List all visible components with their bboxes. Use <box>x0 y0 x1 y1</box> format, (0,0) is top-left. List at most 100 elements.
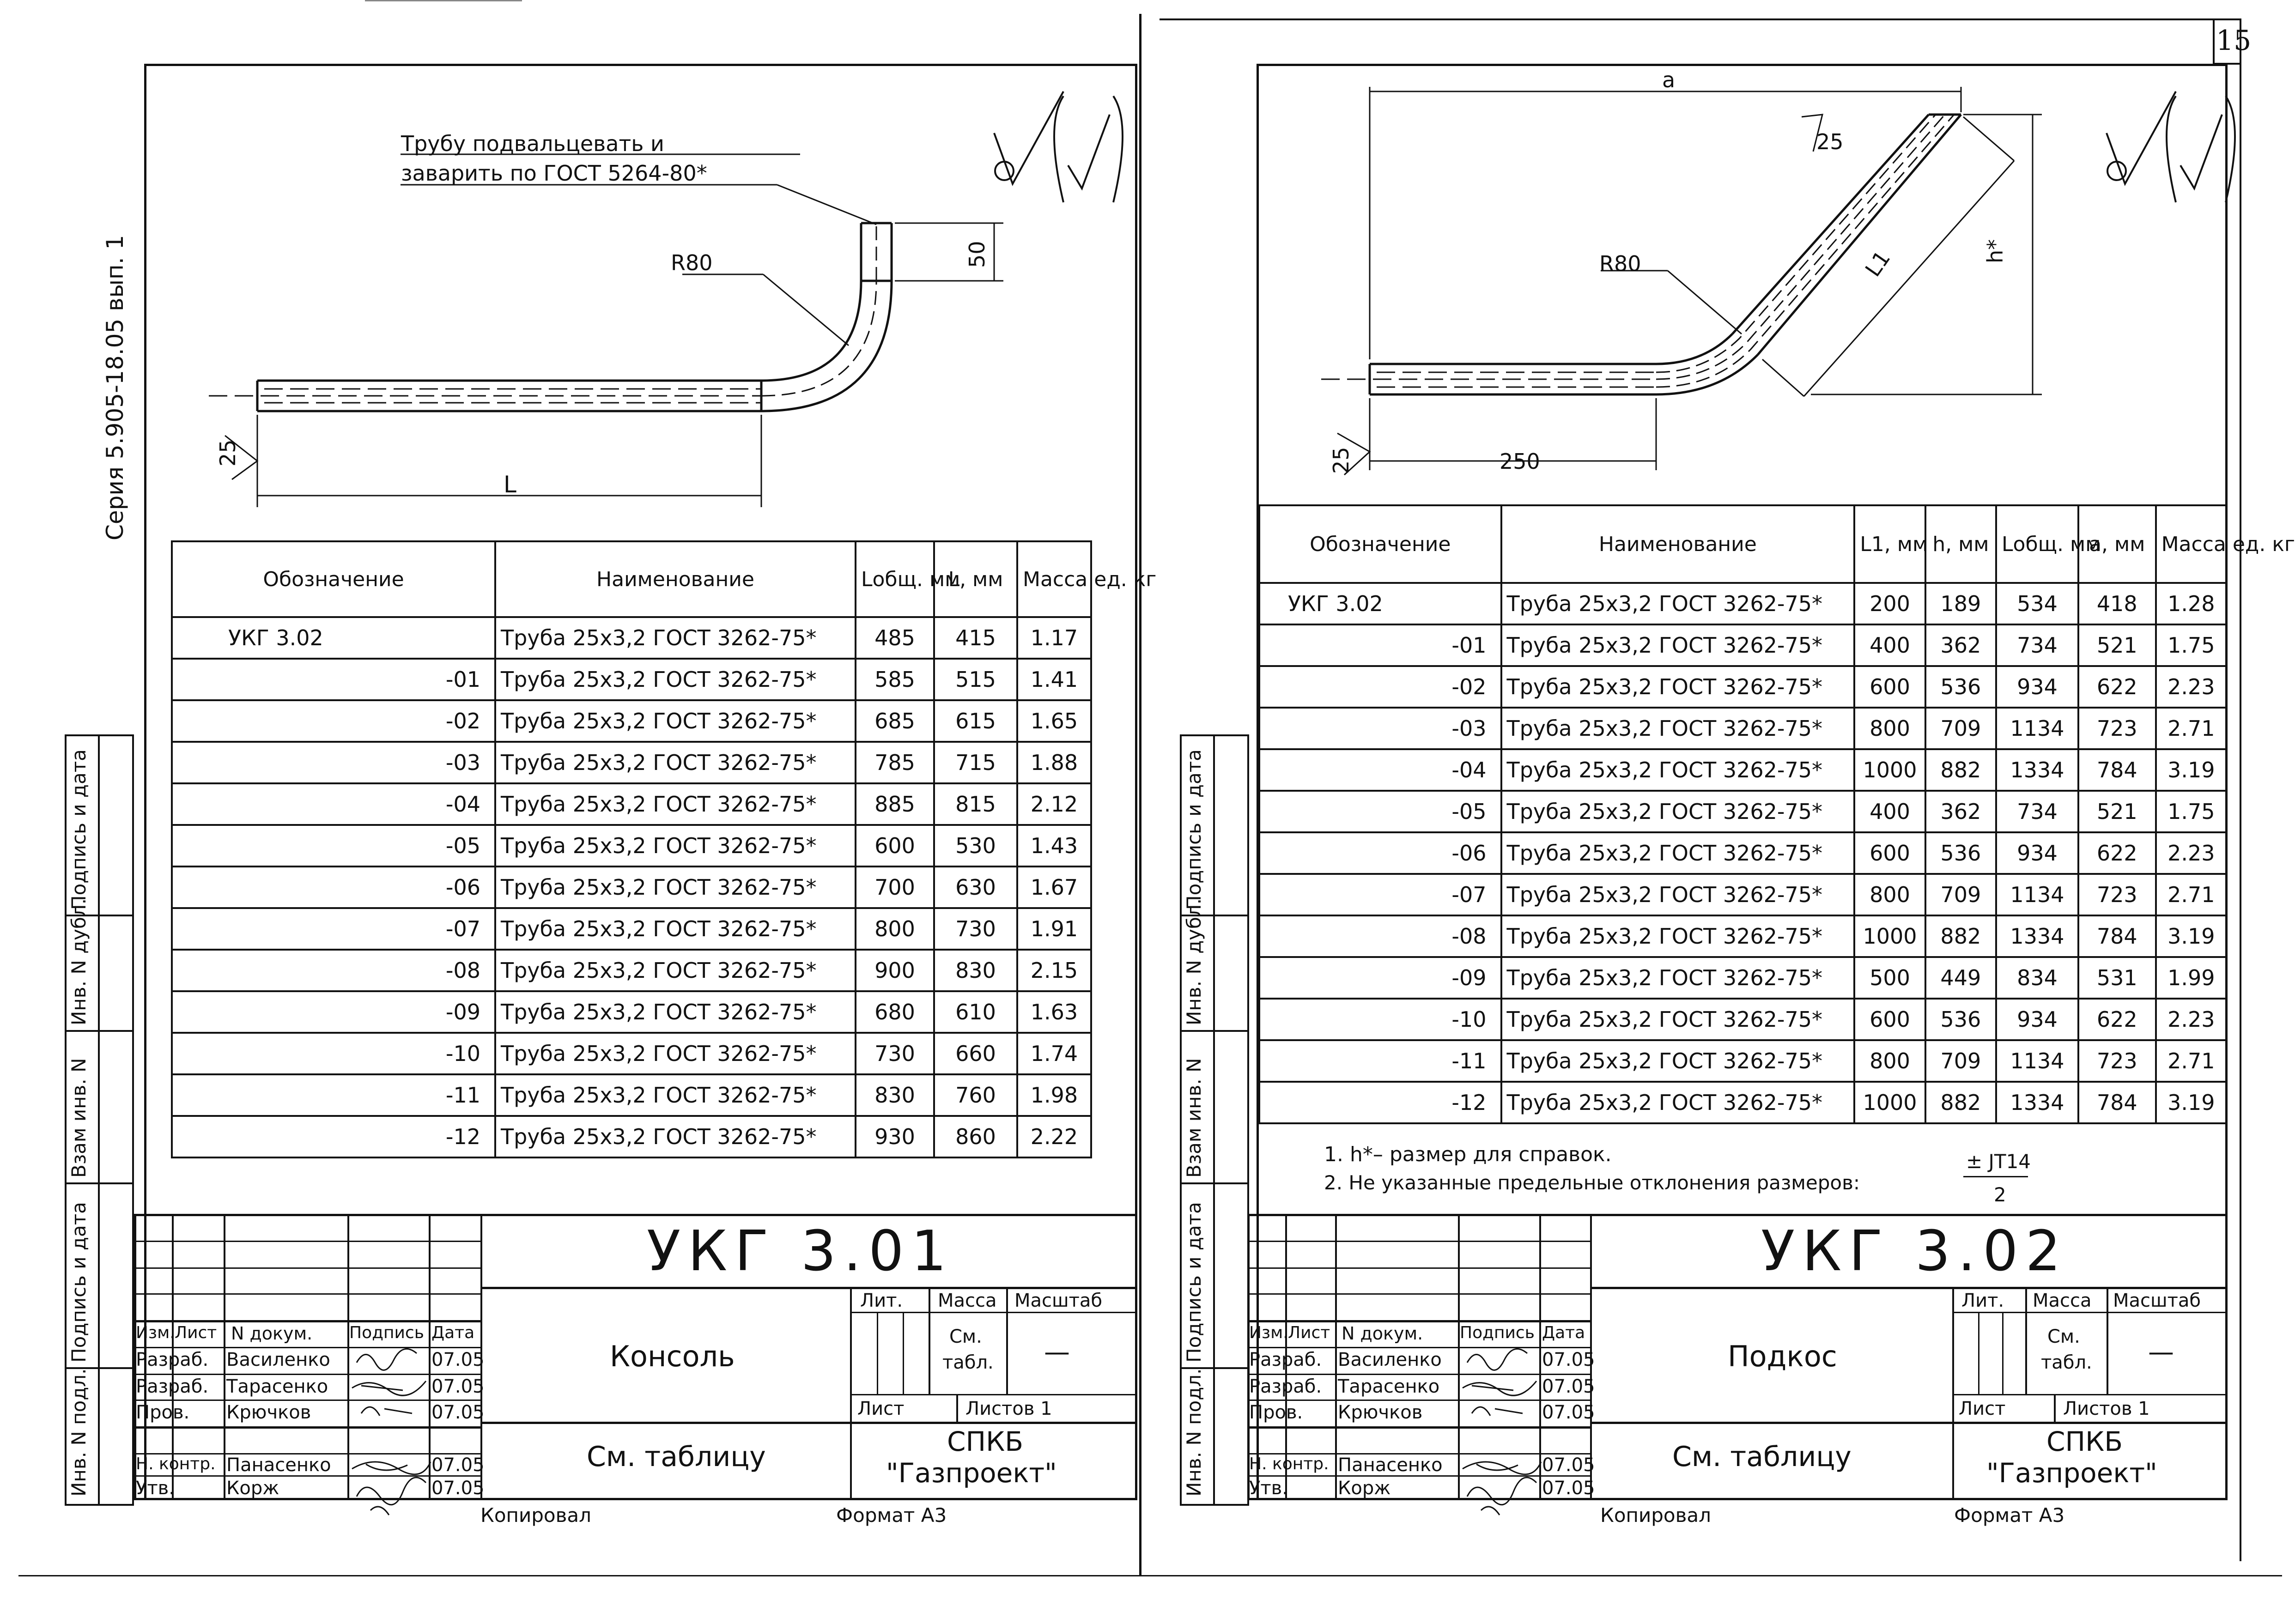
dim-a: a <box>1662 67 1676 92</box>
cell-l: 860 <box>933 1115 1018 1158</box>
cell-a: 622 <box>2077 665 2157 709</box>
dim-25-left: 25 <box>215 439 240 467</box>
cell-l1: 600 <box>1853 665 1926 709</box>
stamp-org-1: СПКБ <box>2046 1426 2123 1457</box>
person-role: Пров. <box>136 1402 190 1423</box>
cell-code: -04 <box>1258 748 1502 792</box>
cell-l1: 500 <box>1853 956 1926 1000</box>
right-spec-table: Обозначение Наименование L1, мм h, мм Lо… <box>1258 504 2295 1124</box>
person-date: 07.05 <box>431 1478 485 1499</box>
cell-name: Труба 25х3,2 ГОСТ 3262-75* <box>494 741 856 784</box>
person-date: 07.05 <box>1542 1402 1595 1423</box>
cell-name: Труба 25х3,2 ГОСТ 3262-75* <box>494 1032 856 1075</box>
note-line-2: заварить по ГОСТ 5264-80* <box>401 161 707 186</box>
cell-name: Труба 25х3,2 ГОСТ 3262-75* <box>1500 1081 1856 1124</box>
cell-ltotal: 734 <box>1995 624 2079 667</box>
stamp-mass-value-1: См. <box>2047 1326 2080 1347</box>
doc-code-right: УКГ 3.02 <box>1761 1219 2068 1284</box>
person-date: 07.05 <box>1542 1376 1595 1397</box>
cell-ltotal: 1134 <box>1995 1039 2079 1083</box>
top-scrap-line <box>365 0 522 1</box>
cell-mass: 2.71 <box>2155 873 2228 916</box>
cell-mass: 2.12 <box>1016 782 1092 826</box>
stamp-scale: Масштаб <box>2113 1290 2201 1311</box>
format-right: Формат А3 <box>1954 1504 2065 1527</box>
person-date: 07.05 <box>431 1402 485 1423</box>
cell-ltotal: 600 <box>855 824 935 867</box>
cell-l1: 600 <box>1853 998 1926 1041</box>
cell-h: 709 <box>1924 707 1998 750</box>
cell-ltotal: 730 <box>855 1032 935 1075</box>
cell-name: Труба 25х3,2 ГОСТ 3262-75* <box>494 824 856 867</box>
cell-name: Труба 25х3,2 ГОСТ 3262-75* <box>494 907 856 951</box>
cell-name: Труба 25х3,2 ГОСТ 3262-75* <box>1500 831 1856 875</box>
cell-a: 784 <box>2077 915 2157 958</box>
doc-code-left: УКГ 3.01 <box>647 1219 954 1284</box>
series-label: Серия 5.905-18.05 вып. 1 <box>102 235 128 540</box>
cell-a: 723 <box>2077 873 2157 916</box>
sig-col-date: Дата <box>431 1323 475 1342</box>
col-header: Lобщ. мм <box>1995 504 2101 584</box>
cell-code: -01 <box>1258 624 1502 667</box>
cell-code: -01 <box>171 658 496 701</box>
person-date: 07.05 <box>1542 1454 1595 1476</box>
sig-col-izm: Изм. <box>136 1323 175 1342</box>
person-name: Тарасенко <box>1338 1376 1440 1397</box>
sig-col-sign: Подпись <box>349 1323 424 1342</box>
cell-mass: 2.23 <box>2155 998 2228 1041</box>
cell-ltotal: 885 <box>855 782 935 826</box>
col-header: Масса ед. кг <box>1016 540 1156 618</box>
left-console-drawing <box>209 91 1123 507</box>
person-name: Тарасенко <box>226 1376 328 1397</box>
cell-h: 709 <box>1924 1039 1998 1083</box>
cell-name: Труба 25х3,2 ГОСТ 3262-75* <box>494 658 856 701</box>
cell-l1: 200 <box>1853 582 1926 625</box>
cell-ltotal: 900 <box>855 949 935 992</box>
person-role: Н. контр. <box>136 1454 216 1473</box>
stamp-sheet: Лист <box>1959 1398 2006 1419</box>
cell-mass: 2.71 <box>2155 1039 2228 1083</box>
note-1: 1. h*– размер для справок. <box>1324 1143 1612 1166</box>
sig-col-doc: N докум. <box>231 1323 313 1344</box>
cell-ltotal: 680 <box>855 990 935 1034</box>
cell-ltotal: 485 <box>855 616 935 660</box>
stamp-lit: Лит. <box>1961 1290 2004 1311</box>
dim-50: 50 <box>965 241 990 268</box>
cell-code: -07 <box>171 907 496 951</box>
cell-l: 515 <box>933 658 1018 701</box>
right-title-block <box>1247 1214 2228 1500</box>
page-number: 15 <box>2216 24 2252 57</box>
strip-label-podp2: Подпись и дата <box>67 1202 90 1363</box>
strip-label-vzam-r: Взам инв. N <box>1183 1058 1205 1178</box>
person-date: 07.05 <box>1542 1478 1595 1499</box>
cell-name: Труба 25х3,2 ГОСТ 3262-75* <box>494 1115 856 1158</box>
cell-code: -03 <box>1258 707 1502 750</box>
cell-mass: 1.99 <box>2155 956 2228 1000</box>
cell-mass: 1.91 <box>1016 907 1092 951</box>
cell-code: -10 <box>1258 998 1502 1041</box>
cell-l: 830 <box>933 949 1018 992</box>
cell-h: 189 <box>1924 582 1998 625</box>
cell-ltotal: 830 <box>855 1073 935 1117</box>
cell-a: 784 <box>2077 748 2157 792</box>
strip-label-podp2-r: Подпись и дата <box>1183 1202 1205 1363</box>
cell-name: Труба 25х3,2 ГОСТ 3262-75* <box>1500 998 1856 1041</box>
person-name: Панасенко <box>226 1454 331 1476</box>
cell-a: 622 <box>2077 831 2157 875</box>
sig-col-doc: N докум. <box>1342 1323 1423 1344</box>
cell-code: -05 <box>171 824 496 867</box>
cell-code: -04 <box>171 782 496 826</box>
stamp-sheets: Листов 1 <box>2063 1398 2150 1419</box>
